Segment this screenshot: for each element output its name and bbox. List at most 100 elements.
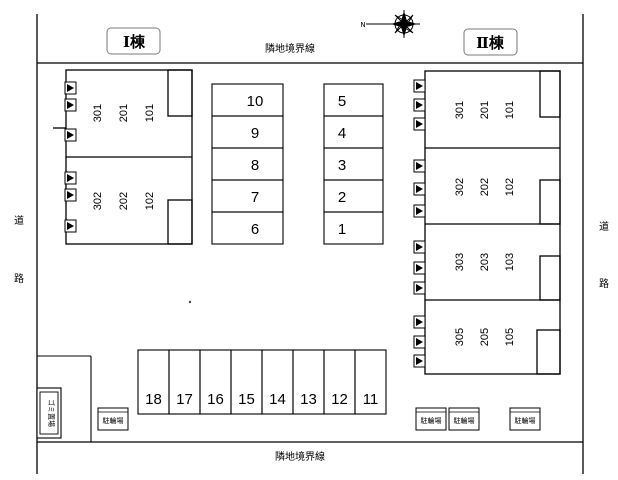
survey-point-dot (188, 300, 192, 304)
entrance-arrow-icon (64, 219, 77, 233)
building-2-label: Ⅱ棟 (463, 28, 518, 56)
unit-number: 101 (504, 101, 516, 119)
parking-space-number: 1 (338, 221, 346, 238)
entrance-arrow-icon (413, 159, 426, 173)
bike-parking: 駐輪場 (97, 407, 129, 431)
unit-number: 102 (144, 192, 156, 210)
parking-space: 17 (168, 349, 201, 415)
entrance-arrow-icon (413, 79, 426, 93)
garbage-area: ゴミ置場 (36, 355, 92, 442)
entrance-arrow-icon (413, 335, 426, 349)
entrance-arrow-icon (64, 128, 77, 142)
parking-space: 5 (323, 83, 384, 117)
compass-north-label: N (360, 21, 365, 29)
parking-space: 12 (323, 349, 356, 415)
boundary-label-bottom: 隣地境界線 (275, 450, 325, 463)
parking-space-number: 5 (338, 93, 346, 110)
parking-space-number: 2 (338, 189, 346, 206)
unit-number: 201 (479, 101, 491, 119)
unit-number: 101 (144, 104, 156, 122)
entrance-arrow-icon (413, 240, 426, 254)
building-2-label-text: Ⅱ棟 (476, 34, 505, 52)
parking-space-number: 13 (300, 391, 317, 408)
unit-number: 102 (504, 178, 516, 196)
bike-parking-areas: 駐輪場 駐輪場 駐輪場 駐輪場 (97, 407, 541, 431)
parking-space-number: 17 (176, 391, 193, 408)
entrance-arrow-icon (64, 171, 77, 185)
unit-number: 203 (479, 253, 491, 271)
entrance-arrow-icon (413, 182, 426, 196)
boundary-label-top: 隣地境界線 (265, 42, 315, 55)
building-1-entrance-markers (64, 81, 77, 233)
bike-parking-label: 駐輪場 (454, 416, 475, 425)
entrance-arrow-icon (64, 81, 77, 95)
parking-space: 13 (292, 349, 325, 415)
parking-lot: 10 9 8 7 6 5 4 3 2 1 18 17 16 15 14 13 12 11 (137, 83, 387, 415)
entrance-arrow-icon (413, 98, 426, 112)
road-label-right-1: 道 (599, 220, 609, 233)
unit-number: 202 (479, 178, 491, 196)
entrance-arrow-icon (413, 204, 426, 218)
parking-space: 18 (137, 349, 170, 415)
parking-space: 8 (211, 147, 284, 181)
garbage-area-label: ゴミ置場 (47, 399, 56, 427)
building-1-label: Ⅰ棟 (106, 27, 161, 55)
entrance-arrow-icon (64, 98, 77, 112)
entrance-arrow-icon (413, 354, 426, 368)
unit-number: 103 (504, 253, 516, 271)
bike-parking: 駐輪場 (448, 407, 480, 431)
unit-number: 302 (454, 178, 466, 196)
building-1 (53, 69, 193, 245)
entrance-arrow-icon (64, 188, 77, 202)
entrance-arrow-icon (413, 117, 426, 131)
parking-space-number: 16 (207, 391, 224, 408)
unit-number: 201 (118, 104, 130, 122)
parking-space: 4 (323, 115, 384, 149)
parking-space-number: 14 (269, 391, 286, 408)
parking-space-number: 9 (251, 125, 259, 142)
building-2-entrance-markers (413, 79, 426, 368)
parking-space: 15 (230, 349, 263, 415)
road-label-left-2: 路 (14, 272, 24, 285)
bike-parking: 駐輪場 (509, 407, 541, 431)
parking-space: 16 (199, 349, 232, 415)
parking-space-number: 3 (338, 157, 346, 174)
parking-space-number: 4 (338, 125, 346, 142)
parking-space: 9 (211, 115, 284, 149)
parking-space-number: 8 (251, 157, 259, 174)
parking-space-number: 10 (247, 93, 264, 110)
unit-number: 302 (92, 192, 104, 210)
parking-space-number: 18 (145, 391, 162, 408)
compass-icon: N (360, 10, 420, 38)
entrance-arrow-icon (413, 261, 426, 275)
road-label-right-2: 路 (599, 277, 609, 290)
parking-space-number: 11 (363, 391, 379, 408)
parking-space: 11 (354, 349, 387, 415)
bike-parking: 駐輪場 (415, 407, 447, 431)
parking-space: 10 (211, 83, 284, 117)
unit-number: 301 (454, 101, 466, 119)
parking-space: 14 (261, 349, 294, 415)
entrance-arrow-icon (413, 281, 426, 295)
bike-parking-label: 駐輪場 (421, 416, 442, 425)
parking-space: 6 (211, 211, 284, 245)
unit-number: 301 (92, 104, 104, 122)
building-2-units: 301 201 101 302 202 102 303 203 103 305 205 105 (454, 101, 516, 346)
parking-space: 3 (323, 147, 384, 181)
parking-space-number: 15 (238, 391, 255, 408)
parking-space-number: 6 (251, 221, 259, 238)
building-1-label-text: Ⅰ棟 (123, 33, 146, 51)
parking-space: 2 (323, 179, 384, 213)
entrance-arrow-icon (413, 315, 426, 329)
building-2 (424, 70, 561, 375)
unit-number: 202 (118, 192, 130, 210)
parking-space: 1 (323, 211, 384, 245)
unit-number: 205 (479, 328, 491, 346)
unit-number: 305 (454, 328, 466, 346)
bike-parking-label: 駐輪場 (103, 416, 124, 425)
unit-number: 303 (454, 253, 466, 271)
parking-space: 7 (211, 179, 284, 213)
bike-parking-label: 駐輪場 (515, 416, 536, 425)
unit-number: 105 (504, 328, 516, 346)
building-1-units: 301 201 101 302 202 102 (92, 104, 156, 210)
